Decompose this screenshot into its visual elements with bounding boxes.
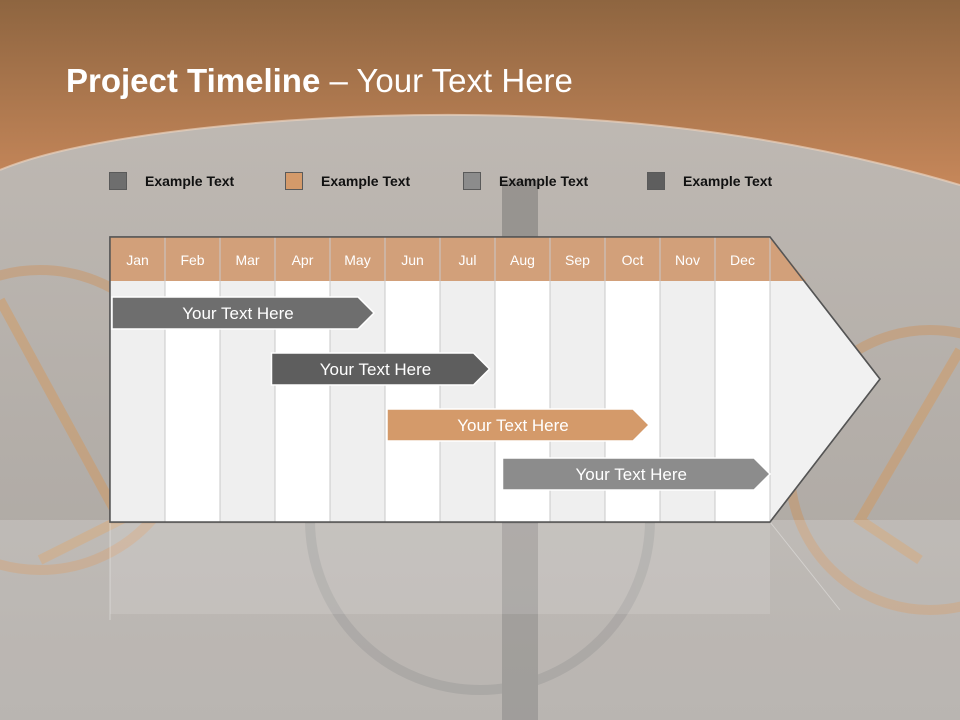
timeline-arrow-outline [109, 236, 881, 523]
light-gray-square-icon [463, 172, 481, 190]
month-header-row [110, 237, 806, 281]
month-label: Jun [401, 252, 424, 268]
task-bar [270, 352, 491, 386]
legend-item: Example Text [109, 170, 234, 192]
legend-label: Example Text [145, 173, 235, 189]
month-label: Jan [126, 252, 149, 268]
timeline-reflection-area [110, 524, 770, 614]
month-label: Sep [565, 252, 590, 268]
month-label: Apr [292, 252, 314, 268]
legend-label: Example Text [683, 173, 773, 189]
task-label: Your Text Here [320, 360, 432, 379]
task-label: Your Text Here [182, 304, 294, 323]
dark-gray-square-icon [647, 172, 665, 190]
legend-item: Example Text [647, 170, 772, 192]
month-label: May [344, 252, 370, 268]
legend-item: Example Text [285, 170, 410, 192]
slide-title-rest: – Your Text Here [320, 62, 573, 99]
month-label: Jul [459, 252, 477, 268]
slide-title-bold: Project Timeline [66, 62, 321, 99]
month-label: Mar [235, 252, 259, 268]
month-label: Feb [180, 252, 204, 268]
task-bar [386, 408, 651, 442]
month-column [440, 281, 495, 522]
legend-item: Example Text [463, 170, 588, 192]
task-bar [501, 457, 772, 491]
task-label: Your Text Here [575, 465, 687, 484]
timeline-reflection [109, 521, 841, 620]
month-label: Dec [730, 252, 755, 268]
month-label: Aug [510, 252, 535, 268]
legend-label: Example Text [321, 173, 411, 189]
month-label: Oct [622, 252, 644, 268]
slide-title: Project Timeline – Your Text Here [66, 62, 573, 100]
gray-square-icon [109, 172, 127, 190]
orange-square-icon [285, 172, 303, 190]
month-label: Nov [675, 252, 700, 268]
month-column [385, 281, 440, 522]
task-label: Your Text Here [457, 416, 569, 435]
legend-label: Example Text [499, 173, 589, 189]
task-bar [111, 296, 376, 330]
